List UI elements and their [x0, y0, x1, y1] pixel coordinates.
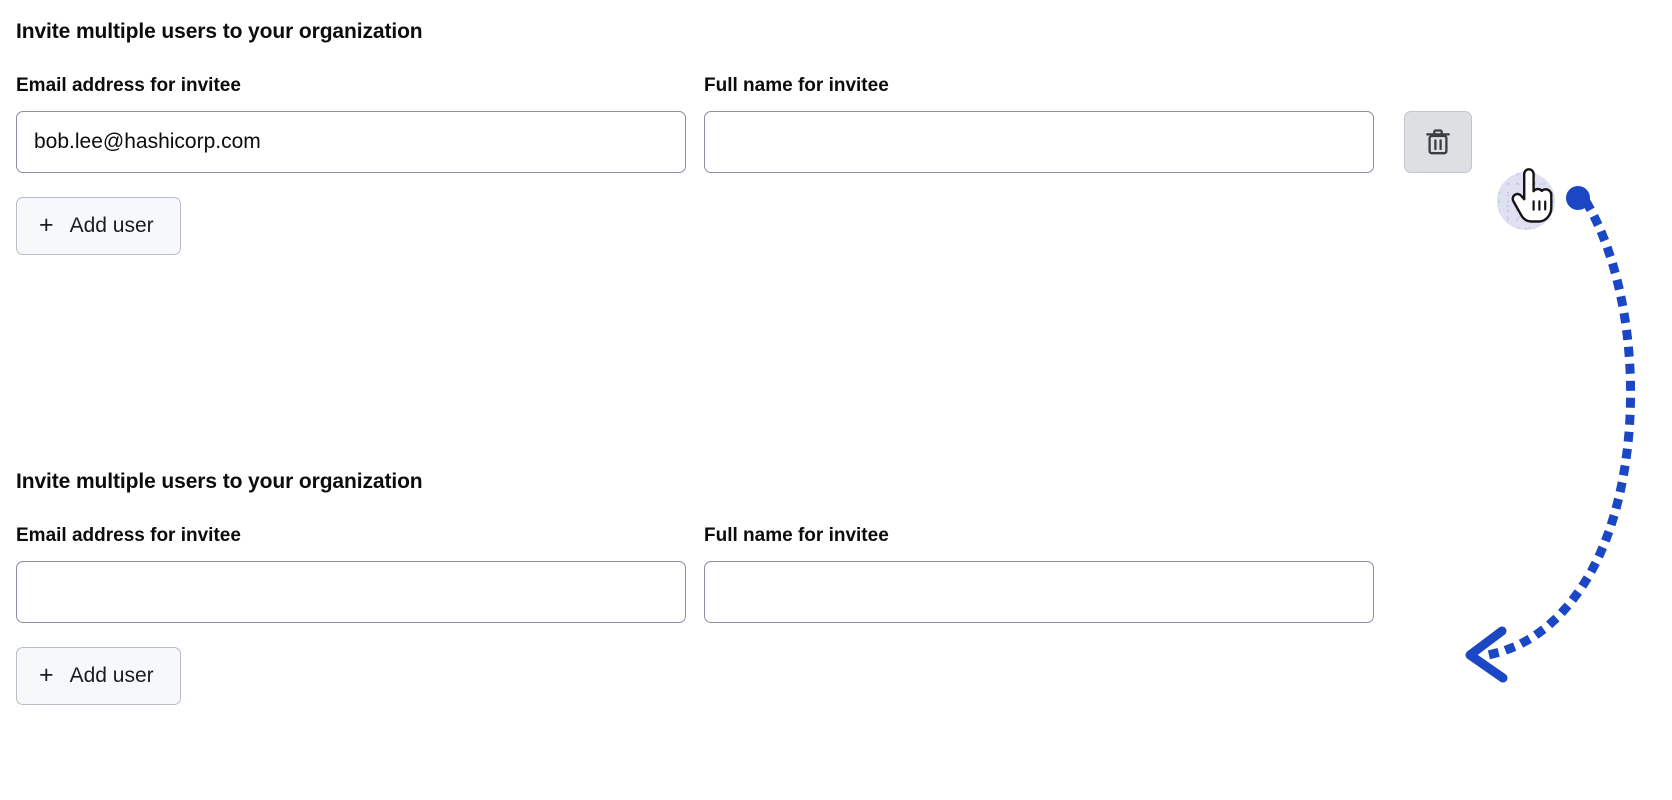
plus-icon: + — [39, 210, 54, 239]
email-field-label: Email address for invitee — [16, 75, 241, 96]
trash-icon — [1425, 128, 1451, 156]
page-title: Invite multiple users to your organizati… — [16, 20, 423, 43]
fullname-field-label-secondary: Full name for invitee — [704, 525, 889, 546]
fields-row: Email address for invitee Full name for … — [16, 74, 1472, 173]
add-user-button-label-secondary: Add user — [69, 664, 154, 687]
fullname-input-secondary[interactable] — [704, 561, 1374, 623]
fullname-field-label: Full name for invitee — [704, 75, 889, 96]
fields-row-secondary: Email address for invitee Full name for … — [16, 524, 1374, 623]
email-input[interactable] — [16, 111, 686, 173]
arrow-origin-dot — [1566, 186, 1590, 210]
email-input-secondary[interactable] — [16, 561, 686, 623]
hand-pointer-cursor — [1508, 168, 1556, 231]
email-field-group: Email address for invitee — [16, 74, 686, 173]
invite-section-top: Invite multiple users to your organizati… — [16, 18, 1472, 255]
dotted-arc-path — [1476, 198, 1635, 662]
invite-section-bottom: Invite multiple users to your organizati… — [16, 468, 1374, 705]
email-field-group-secondary: Email address for invitee — [16, 524, 686, 623]
plus-icon-secondary: + — [39, 660, 54, 689]
cursor-highlight-halo — [1497, 172, 1555, 230]
arrow-head — [1465, 626, 1508, 683]
email-field-label-secondary: Email address for invitee — [16, 525, 241, 546]
delete-invitee-button[interactable] — [1404, 111, 1472, 173]
fullname-field-group: Full name for invitee — [704, 74, 1374, 173]
add-user-button[interactable]: + Add user — [16, 197, 181, 255]
fullname-input[interactable] — [704, 111, 1374, 173]
add-user-button-secondary[interactable]: + Add user — [16, 647, 181, 705]
page-title-secondary: Invite multiple users to your organizati… — [16, 470, 423, 493]
add-user-button-label: Add user — [69, 214, 154, 237]
fullname-field-group-secondary: Full name for invitee — [704, 524, 1374, 623]
